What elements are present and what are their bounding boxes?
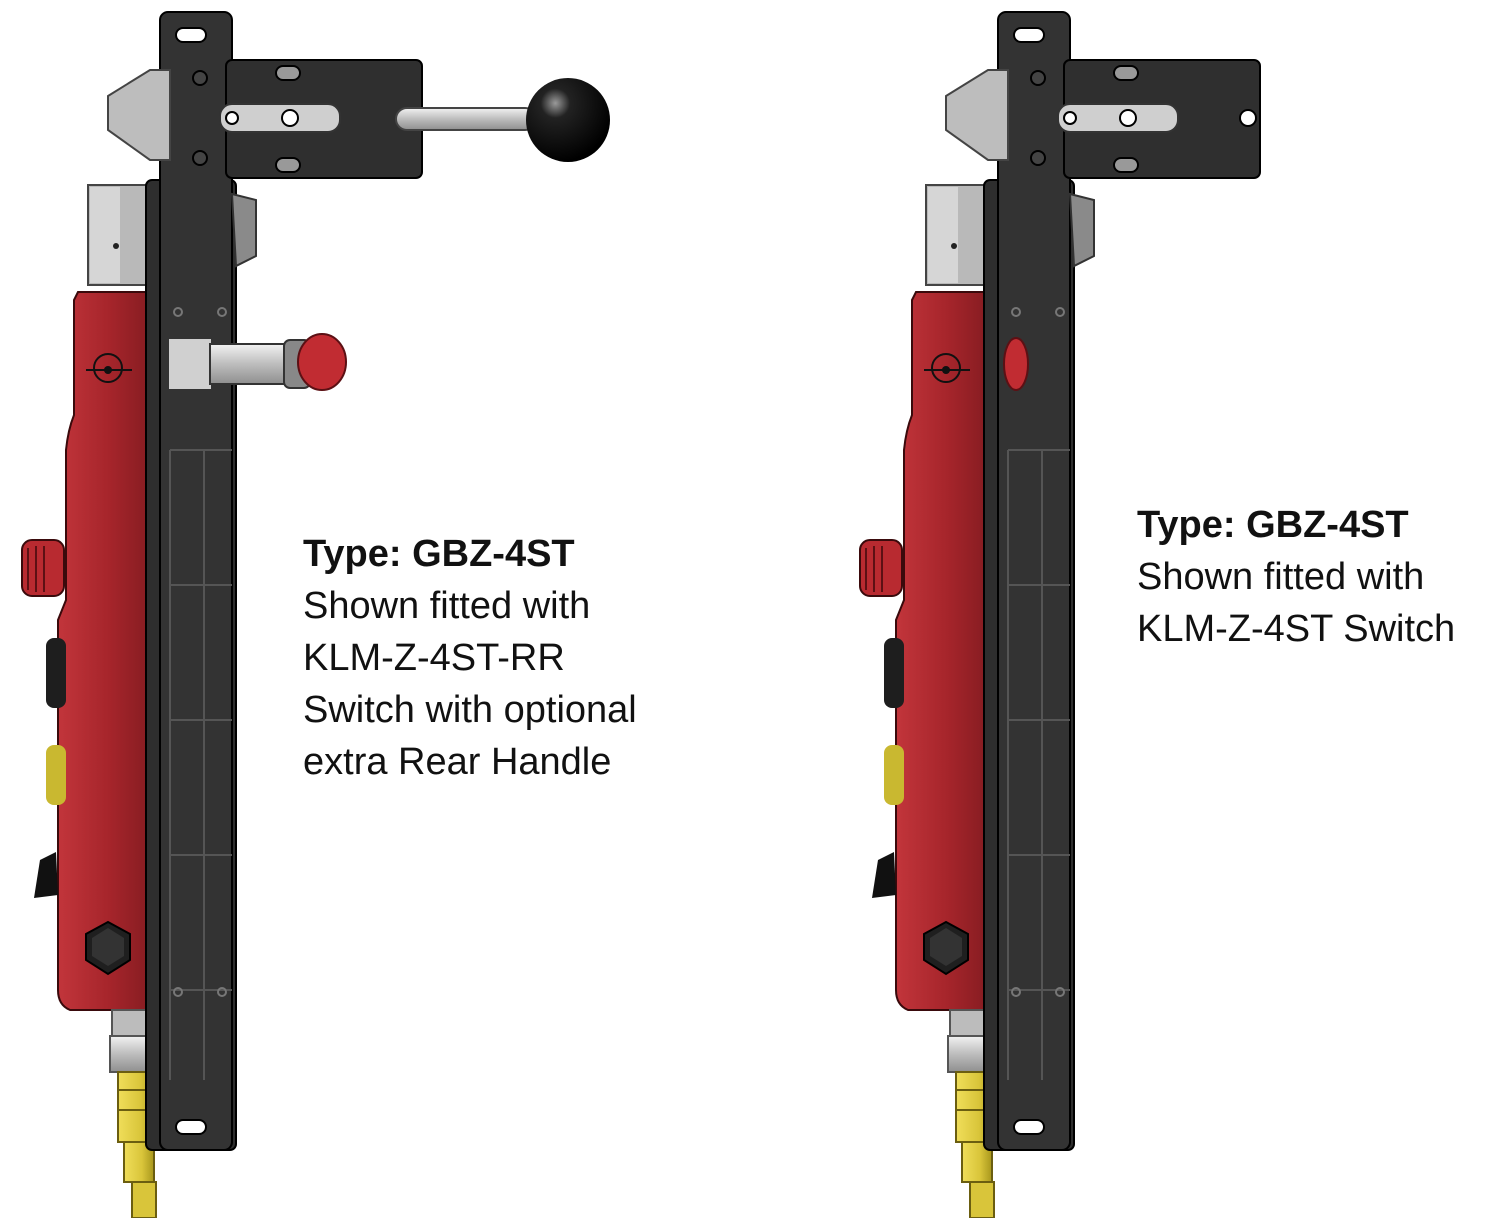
caption-line: KLM-Z-4ST Switch xyxy=(1137,608,1456,650)
hole-icon xyxy=(1239,109,1257,127)
lock-illustration-2 xyxy=(859,11,1261,1218)
caption-line: Switch with optional xyxy=(303,689,637,731)
caption-line: Shown fitted with xyxy=(1137,556,1425,598)
lock-illustration-1 xyxy=(21,11,610,1218)
product-with-rear-handle: Type: GBZ-4ST Shown fitted with KLM-Z-4S… xyxy=(0,0,700,1218)
caption-product-1: Type: GBZ-4ST Shown fitted with KLM-Z-4S… xyxy=(303,528,637,788)
red-cap-icon xyxy=(1003,337,1029,391)
type-label: Type: GBZ-4ST xyxy=(303,533,575,575)
type-label: Type: GBZ-4ST xyxy=(1137,504,1409,546)
caption-line: extra Rear Handle xyxy=(303,741,612,783)
caption-line: Shown fitted with xyxy=(303,585,591,627)
handle-ball-icon xyxy=(395,78,610,162)
caption-line: KLM-Z-4ST-RR xyxy=(303,637,565,679)
product-standard: Type: GBZ-4ST Shown fitted with KLM-Z-4S… xyxy=(838,0,1500,1218)
caption-product-2: Type: GBZ-4ST Shown fitted with KLM-Z-4S… xyxy=(1137,499,1455,655)
rear-handle-button-icon xyxy=(167,333,347,391)
